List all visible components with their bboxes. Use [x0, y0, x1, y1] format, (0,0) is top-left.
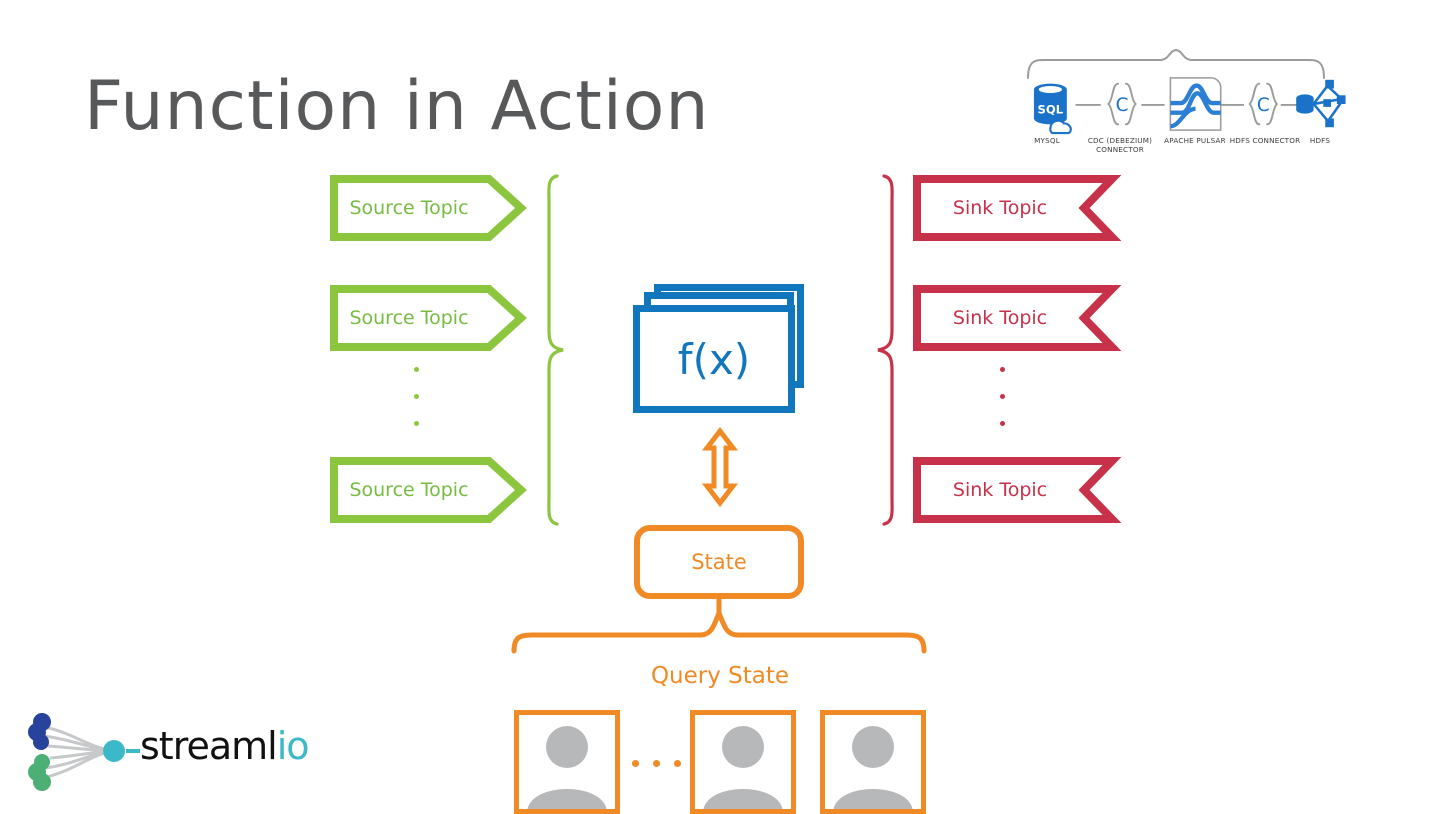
pipeline-diagram: SQL C C [1012, 48, 1352, 158]
sink-topic-label: Sink Topic [952, 307, 1048, 329]
consumer-avatar-3[interactable] [820, 710, 926, 814]
sink-topic-flag-shape [913, 175, 1122, 241]
state-box[interactable]: State [634, 525, 804, 599]
sink-topic-3[interactable]: Sink Topic [912, 456, 1122, 524]
function-label: f(x) [677, 334, 751, 384]
svg-text:C: C [1257, 95, 1270, 116]
sink-topic-flag-shape [913, 285, 1122, 351]
source-ellipsis-dots [409, 367, 423, 448]
query-state-brace-icon [511, 595, 927, 654]
pipeline-label-cdc: CDC (DEBEZIUM) CONNECTOR [1087, 136, 1153, 154]
avatar [527, 726, 607, 809]
logo-text-primary: streaml [140, 724, 278, 768]
streamlio-wordmark: streamlio [140, 724, 310, 768]
page-title: Function in Action [84, 67, 710, 146]
svg-text:C: C [1116, 95, 1129, 116]
source-topic-label: Source Topic [349, 307, 469, 329]
apache-pulsar-icon [1169, 77, 1222, 131]
function-box-layer-1 [633, 305, 795, 413]
sink-topic-label: Sink Topic [952, 197, 1048, 219]
consumer-ellipsis-dots [632, 760, 692, 767]
consumer-avatar-2[interactable] [690, 710, 796, 814]
pipeline-nodes: SQL C C [1033, 77, 1346, 135]
source-topic-2[interactable]: Source Topic [329, 284, 527, 352]
source-topic-label: Source Topic [349, 479, 469, 501]
hdfs-cluster-icon [1296, 79, 1346, 128]
function-node[interactable]: f(x) [630, 284, 810, 418]
state-label: State [691, 550, 747, 574]
connector-bracket-icon: C [1107, 82, 1137, 126]
state-double-arrow-icon [701, 426, 739, 508]
sink-topic-1[interactable]: Sink Topic [912, 174, 1122, 242]
pipeline-label-hdfs-conn: HDFS CONNECTOR [1229, 136, 1301, 145]
source-topic-arrow-shape [330, 457, 527, 523]
svg-text:SQL: SQL [1038, 103, 1064, 117]
sink-topic-label: Sink Topic [952, 479, 1048, 501]
sink-topic-2[interactable]: Sink Topic [912, 284, 1122, 352]
pipeline-label-hdfs: HDFS [1309, 136, 1331, 145]
streamlio-mark-icon [28, 713, 140, 791]
source-topic-arrow-shape [330, 285, 527, 351]
streamlio-logo: streamlio [16, 706, 310, 796]
avatar [833, 726, 913, 809]
sink-ellipsis-dots [995, 367, 1009, 448]
source-topic-arrow-shape [330, 175, 527, 241]
pipeline-label-pulsar: APACHE PULSAR [1164, 136, 1226, 145]
avatar [703, 726, 783, 809]
source-brace-icon [547, 174, 564, 526]
mysql-database-icon: SQL [1033, 83, 1072, 135]
pipeline-top-brace-icon [1027, 48, 1325, 79]
pipeline-label-row: MYSQL CDC (DEBEZIUM) CONNECTOR APACHE PU… [1012, 136, 1352, 158]
logo-text-accent: io [276, 724, 310, 768]
connector-bracket-icon: C [1248, 82, 1279, 126]
sink-topic-flag-shape [913, 457, 1122, 523]
pipeline-label-mysql: MYSQL [1034, 136, 1060, 145]
source-topic-3[interactable]: Source Topic [329, 456, 527, 524]
source-topic-label: Source Topic [349, 197, 469, 219]
consumer-avatar-1[interactable] [514, 710, 620, 814]
source-topic-1[interactable]: Source Topic [329, 174, 527, 242]
query-state-label: Query State [650, 663, 790, 689]
sink-brace-icon [877, 174, 894, 526]
